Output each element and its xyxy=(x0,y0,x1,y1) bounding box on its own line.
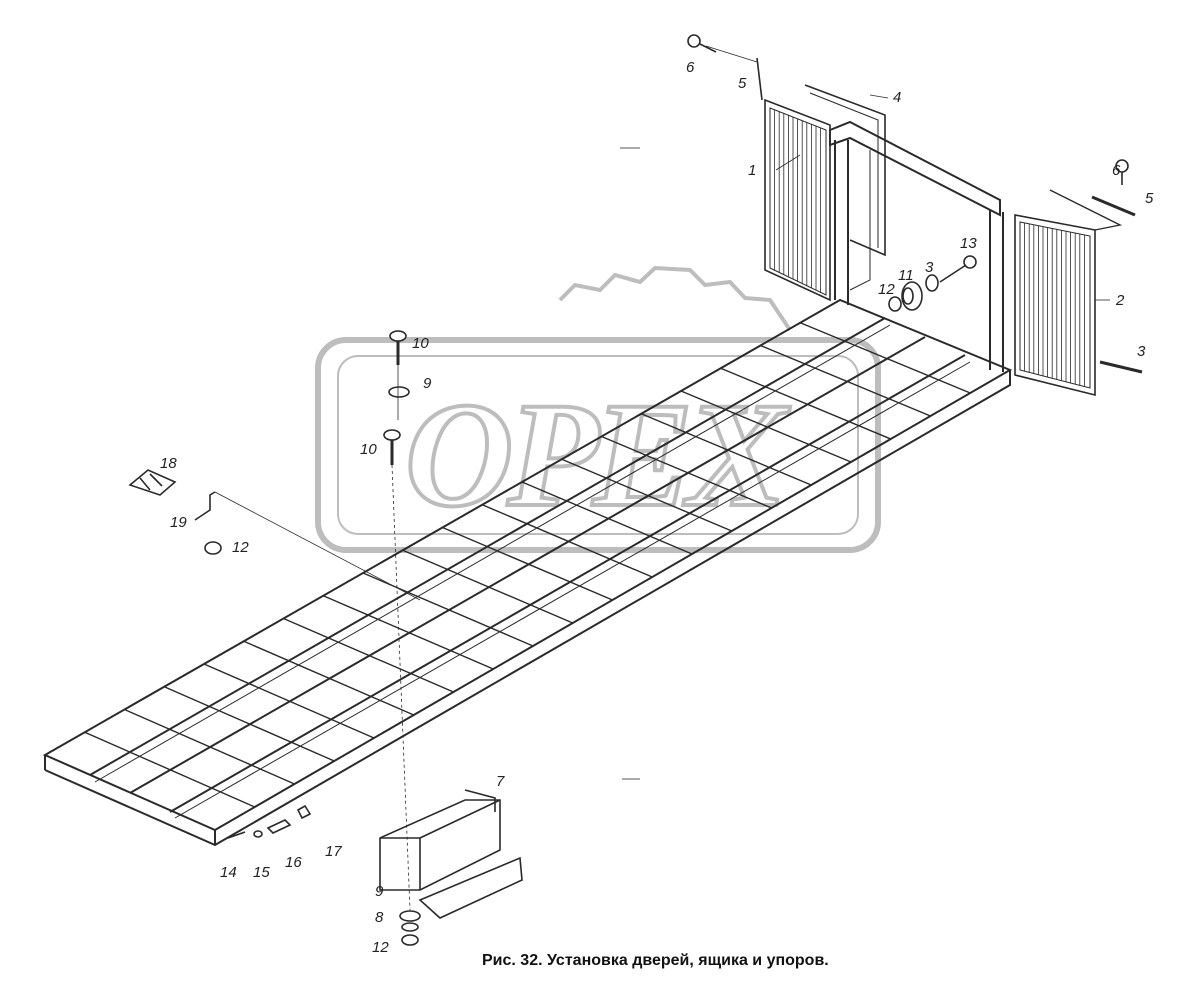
nut-part-12-left xyxy=(204,541,222,555)
callout-10-top: 10 xyxy=(412,335,429,352)
callout-16: 16 xyxy=(285,854,302,871)
callout-5-top: 5 xyxy=(738,75,747,92)
cross-member xyxy=(203,663,375,739)
bumper-part-11 xyxy=(901,281,923,311)
cross-member xyxy=(163,686,335,762)
cross-member xyxy=(720,367,892,440)
platform-frame xyxy=(42,298,1013,847)
bracket-part-19 xyxy=(194,491,216,521)
bolt-part-10-lower xyxy=(383,429,401,465)
callout-13: 13 xyxy=(960,235,977,252)
screw-part-6-right xyxy=(1115,159,1129,185)
callout-9-bottom: 9 xyxy=(375,883,384,900)
callout-8: 8 xyxy=(375,909,384,926)
washer-part-8 xyxy=(401,922,419,932)
callout-9-top: 9 xyxy=(423,375,432,392)
pin-part-14 xyxy=(227,831,246,839)
cross-member xyxy=(601,435,772,509)
callout-5-right: 5 xyxy=(1145,190,1154,207)
seal-part-3-right xyxy=(1099,360,1143,374)
cross-member xyxy=(402,549,574,624)
plate-part-16 xyxy=(266,819,292,834)
callout-4: 4 xyxy=(893,89,901,106)
cross-member xyxy=(481,504,653,578)
cross-member xyxy=(442,526,613,601)
callout-17: 17 xyxy=(325,843,342,860)
cross-member xyxy=(799,322,971,394)
cross-member xyxy=(561,458,733,532)
cross-member xyxy=(362,572,534,647)
callout-15: 15 xyxy=(253,864,270,881)
nut-part-12-bumper xyxy=(888,296,902,312)
callout-7: 7 xyxy=(496,773,505,790)
screw-part-6-top xyxy=(687,34,717,53)
cross-member xyxy=(521,481,693,555)
cross-member xyxy=(760,344,931,417)
cross-member xyxy=(283,617,454,693)
callout-3-right: 3 xyxy=(1137,343,1146,360)
callout-12-bottom: 12 xyxy=(372,939,389,956)
callout-6-right: 6 xyxy=(1112,162,1121,179)
cross-member xyxy=(124,708,295,785)
bolt-part-13 xyxy=(939,255,977,283)
strip-part-5-right xyxy=(1091,195,1136,217)
washer-part-15 xyxy=(253,830,263,838)
left-door xyxy=(764,98,831,302)
nut-part-12-bottom xyxy=(401,934,419,946)
callout-11: 11 xyxy=(898,267,914,284)
cross-member xyxy=(322,595,494,670)
callout-18: 18 xyxy=(160,455,177,472)
scan-marks xyxy=(620,147,640,780)
cross-member xyxy=(243,640,415,716)
callout-12-bumper: 12 xyxy=(878,281,895,298)
callout-10-lower: 10 xyxy=(360,441,377,458)
toolbox-part-7 xyxy=(379,789,523,919)
figure-caption: Рис. 32. Установка дверей, ящика и упоро… xyxy=(482,952,829,969)
washer-part-9-top xyxy=(388,386,410,398)
right-door xyxy=(1014,189,1123,397)
cross-member xyxy=(84,731,256,808)
bolt-part-10-top xyxy=(389,330,407,365)
strip-part-5-top xyxy=(756,57,763,101)
callout-19: 19 xyxy=(170,514,187,531)
washer-part-9-bottom xyxy=(399,910,421,922)
callout-14: 14 xyxy=(220,864,237,881)
door-seal-panel xyxy=(804,84,886,257)
cross-member xyxy=(640,413,812,486)
watermark-logo: OPEX xyxy=(315,265,881,553)
callout-1: 1 xyxy=(748,162,756,179)
frame-cross-members xyxy=(84,322,971,808)
washer-part-3 xyxy=(925,274,939,292)
leader-lines xyxy=(214,45,1110,911)
callout-labels: 1 2 3 3 4 5 5 6 6 7 8 9 9 10 10 11 12 12… xyxy=(160,59,1154,956)
callout-6-top: 6 xyxy=(686,59,695,76)
watermark-text: OPEX xyxy=(405,372,791,538)
callout-2: 2 xyxy=(1115,292,1125,309)
callout-3-washer: 3 xyxy=(925,259,934,276)
callout-12-left: 12 xyxy=(232,539,249,556)
wheel-chock-part-18 xyxy=(128,469,177,496)
clip-part-17 xyxy=(296,804,312,820)
cross-member xyxy=(680,390,852,463)
